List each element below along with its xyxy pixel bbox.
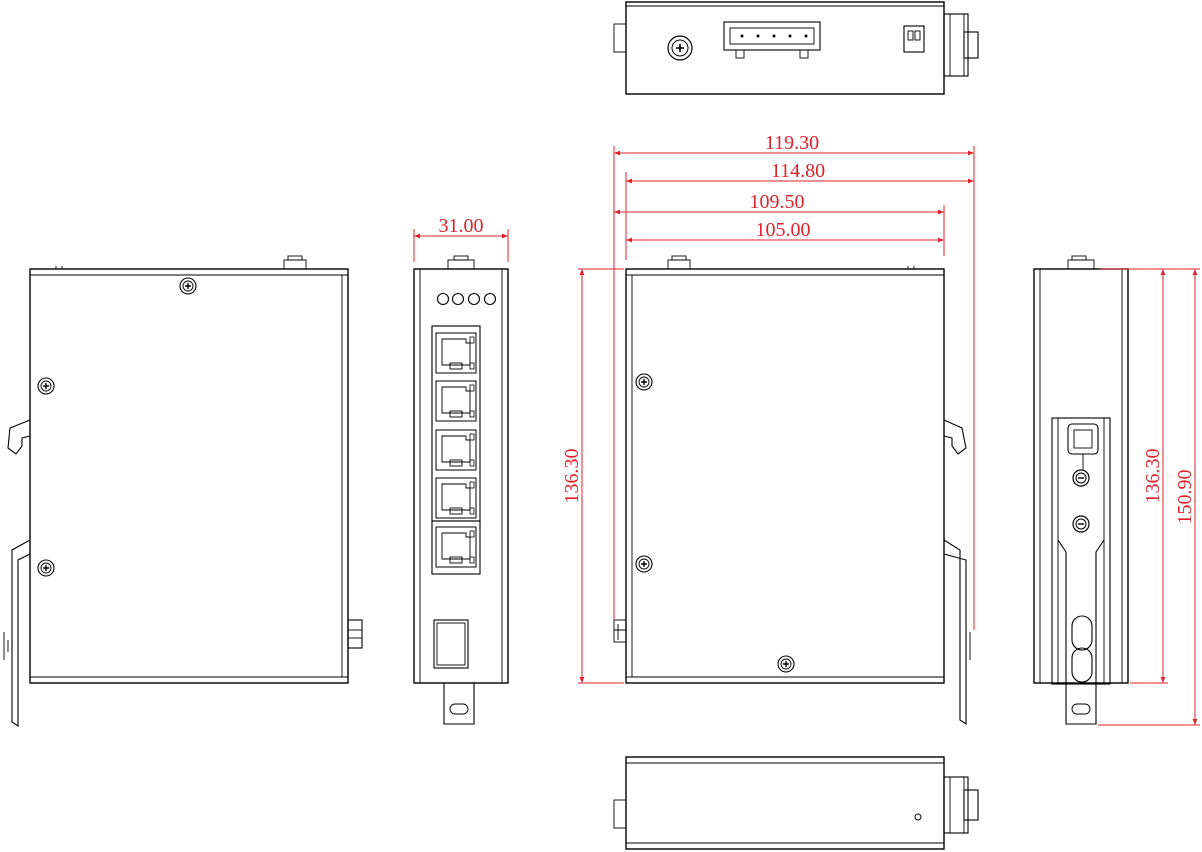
dim-label-body-width: 105.00 (756, 219, 811, 241)
main-side-view (613, 255, 971, 726)
main-side-view-left-connector (613, 619, 627, 643)
dim-label-depth: 31.00 (439, 215, 484, 237)
front-view-mount-tab (443, 683, 475, 725)
left-side-view (3, 255, 363, 728)
dim-label-height-overall: 150.90 (1174, 470, 1196, 525)
top-view-dip-switch (903, 25, 925, 53)
rear-view (1033, 255, 1129, 725)
top-view-power-button (667, 35, 693, 61)
top-view (613, 1, 979, 95)
front-view (413, 255, 509, 725)
rear-view-din-bracket (1051, 417, 1111, 725)
front-view-led-indicators (436, 292, 497, 306)
top-view-din-clip (943, 13, 979, 77)
front-view-port-block (431, 325, 481, 575)
front-view-fiber-port (433, 619, 469, 669)
dimension-lines: 119.30 114.80 109.50 105.00 31.00 136.30… (413, 132, 1200, 726)
top-view-terminal-block (723, 21, 821, 59)
dim-label-width-bracket: 109.50 (750, 191, 805, 213)
dim-label-width-connector: 114.80 (771, 160, 825, 182)
dim-label-height-left: 136.30 (561, 449, 583, 504)
dim-label-height-right: 136.30 (1142, 449, 1164, 504)
bottom-view (613, 756, 979, 850)
bottom-view-din-clip (943, 776, 979, 834)
dim-label-overall-width: 119.30 (765, 132, 819, 154)
